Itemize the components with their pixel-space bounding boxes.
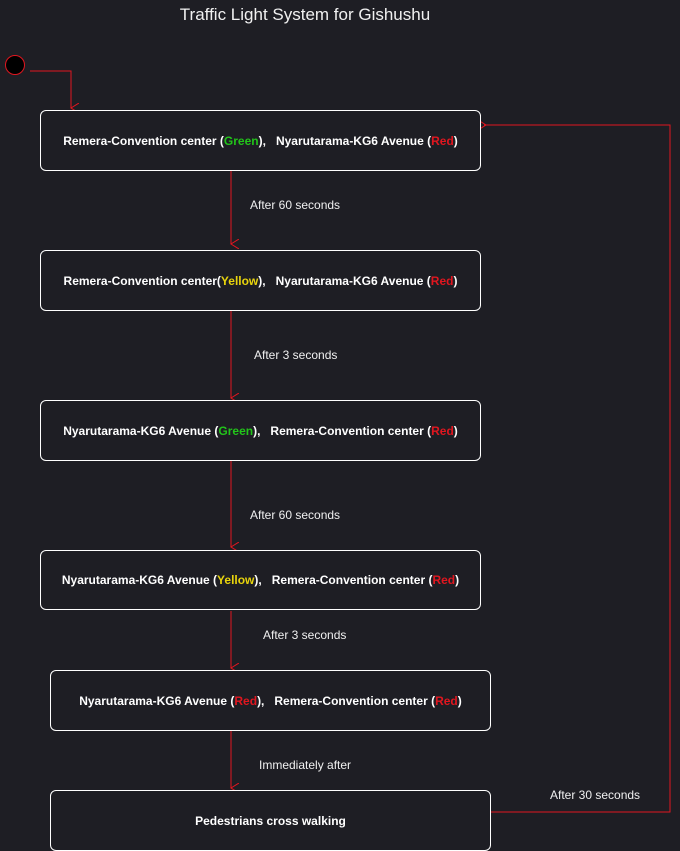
transition-label: After 3 seconds [263,628,347,642]
light-red: Red [431,423,454,438]
state-text: Nyarutarama-KG6 Avenue ( [79,693,235,708]
state-text: Remera-Convention center ( [63,133,224,148]
state-s4: Nyarutarama-KG6 Avenue (Yellow), Remera-… [40,550,481,610]
state-text: ), Remera-Convention center ( [253,423,432,438]
state-text: ) [453,133,458,148]
state-text: Remera-Convention center( [63,273,221,288]
light-red: Red [234,693,258,708]
state-text: Nyarutarama-KG6 Avenue ( [63,423,219,438]
transition-label: After 30 seconds [550,788,641,802]
state-text: ) [453,423,458,438]
diagram-title: Traffic Light System for Gishushu [179,5,431,24]
state-text: ), Remera-Convention center ( [254,573,433,587]
light-yellow: Yellow [217,573,255,587]
state-s3: Nyarutarama-KG6 Avenue (Green), Remera-C… [40,400,481,461]
light-red: Red [430,273,454,288]
state-s1: Remera-Convention center (Green), Nyarut… [40,110,481,171]
light-red: Red [435,693,458,708]
light-red: Red [431,133,454,148]
state-text: ) [457,693,462,708]
state-s6: Pedestrians cross walking [50,790,491,851]
light-green: Green [223,133,259,148]
state-text: ) [455,573,460,587]
state-text: Pedestrians cross walking [195,813,346,828]
initial-state-node [5,55,25,75]
transition-label: After 60 seconds [250,198,341,212]
state-text: Nyarutarama-KG6 Avenue ( [61,573,218,587]
light-yellow: Yellow [220,273,259,288]
transition-label: After 60 seconds [250,508,341,522]
state-s5: Nyarutarama-KG6 Avenue (Red), Remera-Con… [50,670,491,731]
state-text: ), Nyarutarama-KG6 Avenue ( [258,273,431,288]
transition-label: Immediately after [259,758,352,772]
state-text: ), Nyarutarama-KG6 Avenue ( [258,133,432,148]
initial-arrow [30,70,71,108]
light-red: Red [432,573,456,587]
arrow-s6-s1 [484,125,671,813]
transition-label: After 3 seconds [254,348,338,362]
light-green: Green [218,423,254,438]
state-text: ), Remera-Convention center ( [257,693,436,708]
state-s2: Remera-Convention center(Yellow), Nyarut… [40,250,481,311]
state-text: ) [453,273,458,288]
